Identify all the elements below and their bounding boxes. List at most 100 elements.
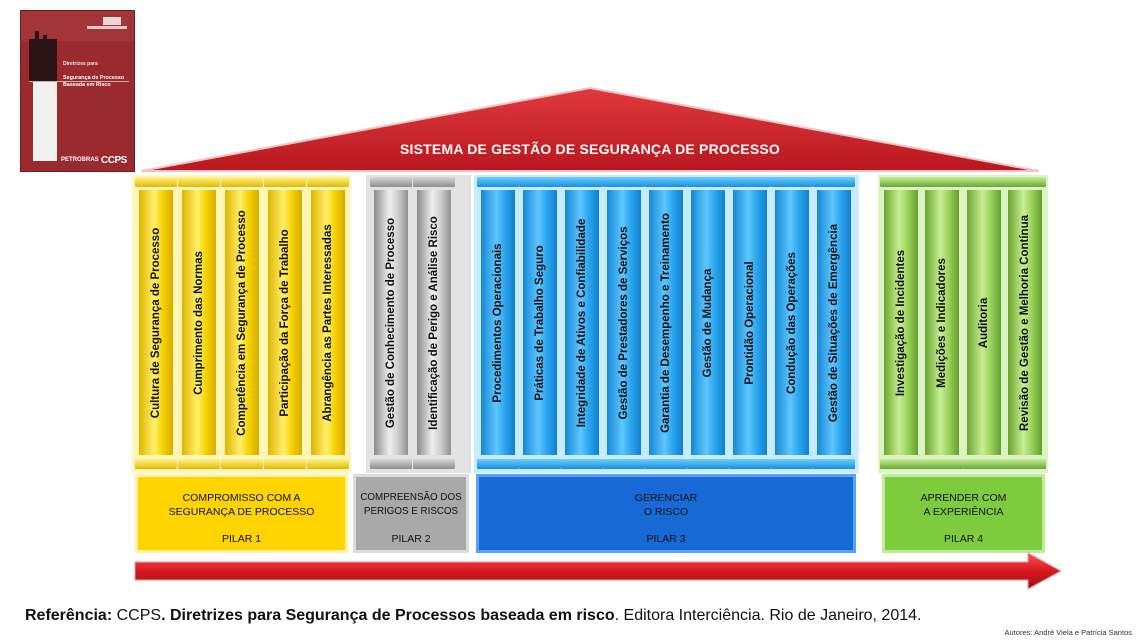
pillar: Integridade de Ativos e Confiabilidade xyxy=(561,175,603,471)
pillar-label: Gestão de Mudança xyxy=(702,268,714,377)
foundation-title-line: GERENCIAR xyxy=(634,492,698,504)
pillar-capital xyxy=(771,177,813,187)
pillar-shaft: Garantia de Desempenho e Treinamento xyxy=(649,190,683,455)
ccps-logo: CCPS xyxy=(101,155,127,166)
reference-source: CCPS xyxy=(116,607,162,624)
pillar-label: Garantia de Desempenho e Treinamento xyxy=(660,212,672,433)
pillar: Participação da Força de Trabalho xyxy=(264,175,306,471)
pillar-shaft: Prontidão Operacional xyxy=(733,190,767,455)
pillar-base xyxy=(880,459,922,469)
foundation-title-line: COMPREENSÃO DOS xyxy=(360,492,462,503)
pillar-shaft: Gestão de Conhecimento de Processo xyxy=(374,190,408,455)
pillar-shaft: Práticas de Trabalho Seguro xyxy=(523,190,557,455)
pillar-label: Identificação de Perigo e Análise Risco xyxy=(428,215,440,430)
pillar-shaft: Gestão de Situações de Emergência xyxy=(817,190,851,455)
foundation-title: APRENDER COM A EXPERIÊNCIA xyxy=(885,491,1042,519)
pillar-capital xyxy=(880,177,922,187)
foundation-title-line: SEGURANÇA DE PROCESSO xyxy=(168,506,315,518)
pillar-base xyxy=(221,459,263,469)
pillar-capital xyxy=(221,177,263,187)
pillar-capital xyxy=(135,177,177,187)
pillar-base xyxy=(477,459,519,469)
foundation-pilar-2: COMPREENSÃO DOS PERIGOS E RISCOS PILAR 2 xyxy=(353,474,469,553)
pillar-base xyxy=(771,459,813,469)
pillar-base xyxy=(135,459,177,469)
pillar: Revisão de Gestão e Melhoria Contínua xyxy=(1004,175,1046,471)
pillar: Práticas de Trabalho Seguro xyxy=(519,175,561,471)
reference-title: Diretrizes para Segurança de Processos b… xyxy=(169,607,615,624)
pillar-shaft: Gestão de Prestadores de Serviços xyxy=(607,190,641,455)
foundation-pillar-number: PILAR 3 xyxy=(646,533,686,545)
foundation-pilar-1: COMPROMISSO COM A SEGURANÇA DE PROCESSO … xyxy=(135,474,348,553)
pillar-capital xyxy=(370,177,412,187)
pillar-base xyxy=(687,459,729,469)
cover-logo xyxy=(103,17,121,25)
pillar-label: Procedimentos Operacionais xyxy=(492,242,504,403)
pillar-capital xyxy=(561,177,603,187)
pillar-base xyxy=(370,459,412,469)
cover-white-band xyxy=(33,81,57,161)
pillar-shaft: Participação da Força de Trabalho xyxy=(268,190,302,455)
pillar-label: Cultura de Segurança de Processo xyxy=(150,227,162,418)
pillar: Gestão de Prestadores de Serviços xyxy=(603,175,645,471)
pillar-label: Abrangência as Partes Interessadas xyxy=(322,223,334,422)
foundation-title-line: O RISCO xyxy=(643,506,689,518)
pillar: Competência em Segurança de Processo xyxy=(221,175,263,471)
pillar-base xyxy=(729,459,771,469)
pillar-label: Auditoria xyxy=(978,297,990,348)
pillar-capital xyxy=(963,177,1005,187)
pillar: Cumprimento das Normas xyxy=(178,175,220,471)
foundation-pillar-number: PILAR 1 xyxy=(221,533,262,545)
cover-label: Diretrizes para xyxy=(63,61,98,67)
roof-title: SISTEMA DE GESTÃO DE SEGURANÇA DE PROCES… xyxy=(400,141,780,157)
pillar-base xyxy=(413,459,455,469)
roof xyxy=(140,87,1040,172)
authors-credit: Autores: André Viela e Patrícia Santos xyxy=(1004,628,1132,637)
book-cover-image: Diretrizes para Segurança de Processo Ba… xyxy=(20,10,135,172)
pillar-capital xyxy=(921,177,963,187)
foundation-title: COMPROMISSO COM A SEGURANÇA DE PROCESSO xyxy=(138,491,345,519)
pillar-shaft: Cultura de Segurança de Processo xyxy=(139,190,173,455)
reference-publisher: Editora Interciência. Rio de Janeiro, 20… xyxy=(623,607,922,624)
pillar-base xyxy=(603,459,645,469)
pillar-label: Revisão de Gestão e Melhoria Contínua xyxy=(1019,214,1031,431)
pillar-capital xyxy=(1004,177,1046,187)
pillar-shaft: Procedimentos Operacionais xyxy=(481,190,515,455)
pillar-label: Cumprimento das Normas xyxy=(193,250,205,395)
pillar-capital xyxy=(729,177,771,187)
pillar-capital xyxy=(413,177,455,187)
arrow-right-icon xyxy=(134,552,1063,590)
pillar: Procedimentos Operacionais xyxy=(477,175,519,471)
pillar-capital xyxy=(264,177,306,187)
pillar: Auditoria xyxy=(963,175,1005,471)
pillar-base xyxy=(645,459,687,469)
pillar-shaft: Identificação de Perigo e Análise Risco xyxy=(417,190,451,455)
pillar-capital xyxy=(178,177,220,187)
pillar-base xyxy=(561,459,603,469)
reference-label: Referência: xyxy=(25,607,113,624)
pillar: Garantia de Desempenho e Treinamento xyxy=(645,175,687,471)
foundation-pillar-number: PILAR 4 xyxy=(943,533,984,545)
cover-title: Segurança de Processo Baseada em Risco xyxy=(63,75,125,88)
foundation-pillar-number: PILAR 2 xyxy=(391,533,431,545)
foundation-title: COMPREENSÃO DOS PERIGOS E RISCOS xyxy=(356,491,466,519)
foundation-pilar-3: GERENCIAR O RISCO PILAR 3 xyxy=(476,474,856,553)
pillar-base xyxy=(1004,459,1046,469)
pillar: Abrangência as Partes Interessadas xyxy=(307,175,349,471)
pillar-label: Integridade de Ativos e Confiabilidade xyxy=(576,218,588,427)
pillar-base xyxy=(519,459,561,469)
pillar: Cultura de Segurança de Processo xyxy=(135,175,177,471)
pillar-capital xyxy=(813,177,855,187)
pillar: Investigação de Incidentes xyxy=(880,175,922,471)
pillar-label: Medições e Indicadores xyxy=(936,257,948,388)
pillar: Condução das Operações xyxy=(771,175,813,471)
pillar-label: Competência em Segurança de Processo xyxy=(236,209,248,436)
pillar-shaft: Cumprimento das Normas xyxy=(182,190,216,455)
pillar-shaft: Integridade de Ativos e Confiabilidade xyxy=(565,190,599,455)
pillar-shaft: Medições e Indicadores xyxy=(925,190,959,455)
foundation-title-line: PERIGOS E RISCOS xyxy=(363,506,459,517)
pillar-base xyxy=(921,459,963,469)
pillar-label: Participação da Força de Trabalho xyxy=(279,228,291,417)
pillar-shaft: Revisão de Gestão e Melhoria Contínua xyxy=(1008,190,1042,455)
foundation-title-line: A EXPERIÊNCIA xyxy=(923,506,1004,518)
